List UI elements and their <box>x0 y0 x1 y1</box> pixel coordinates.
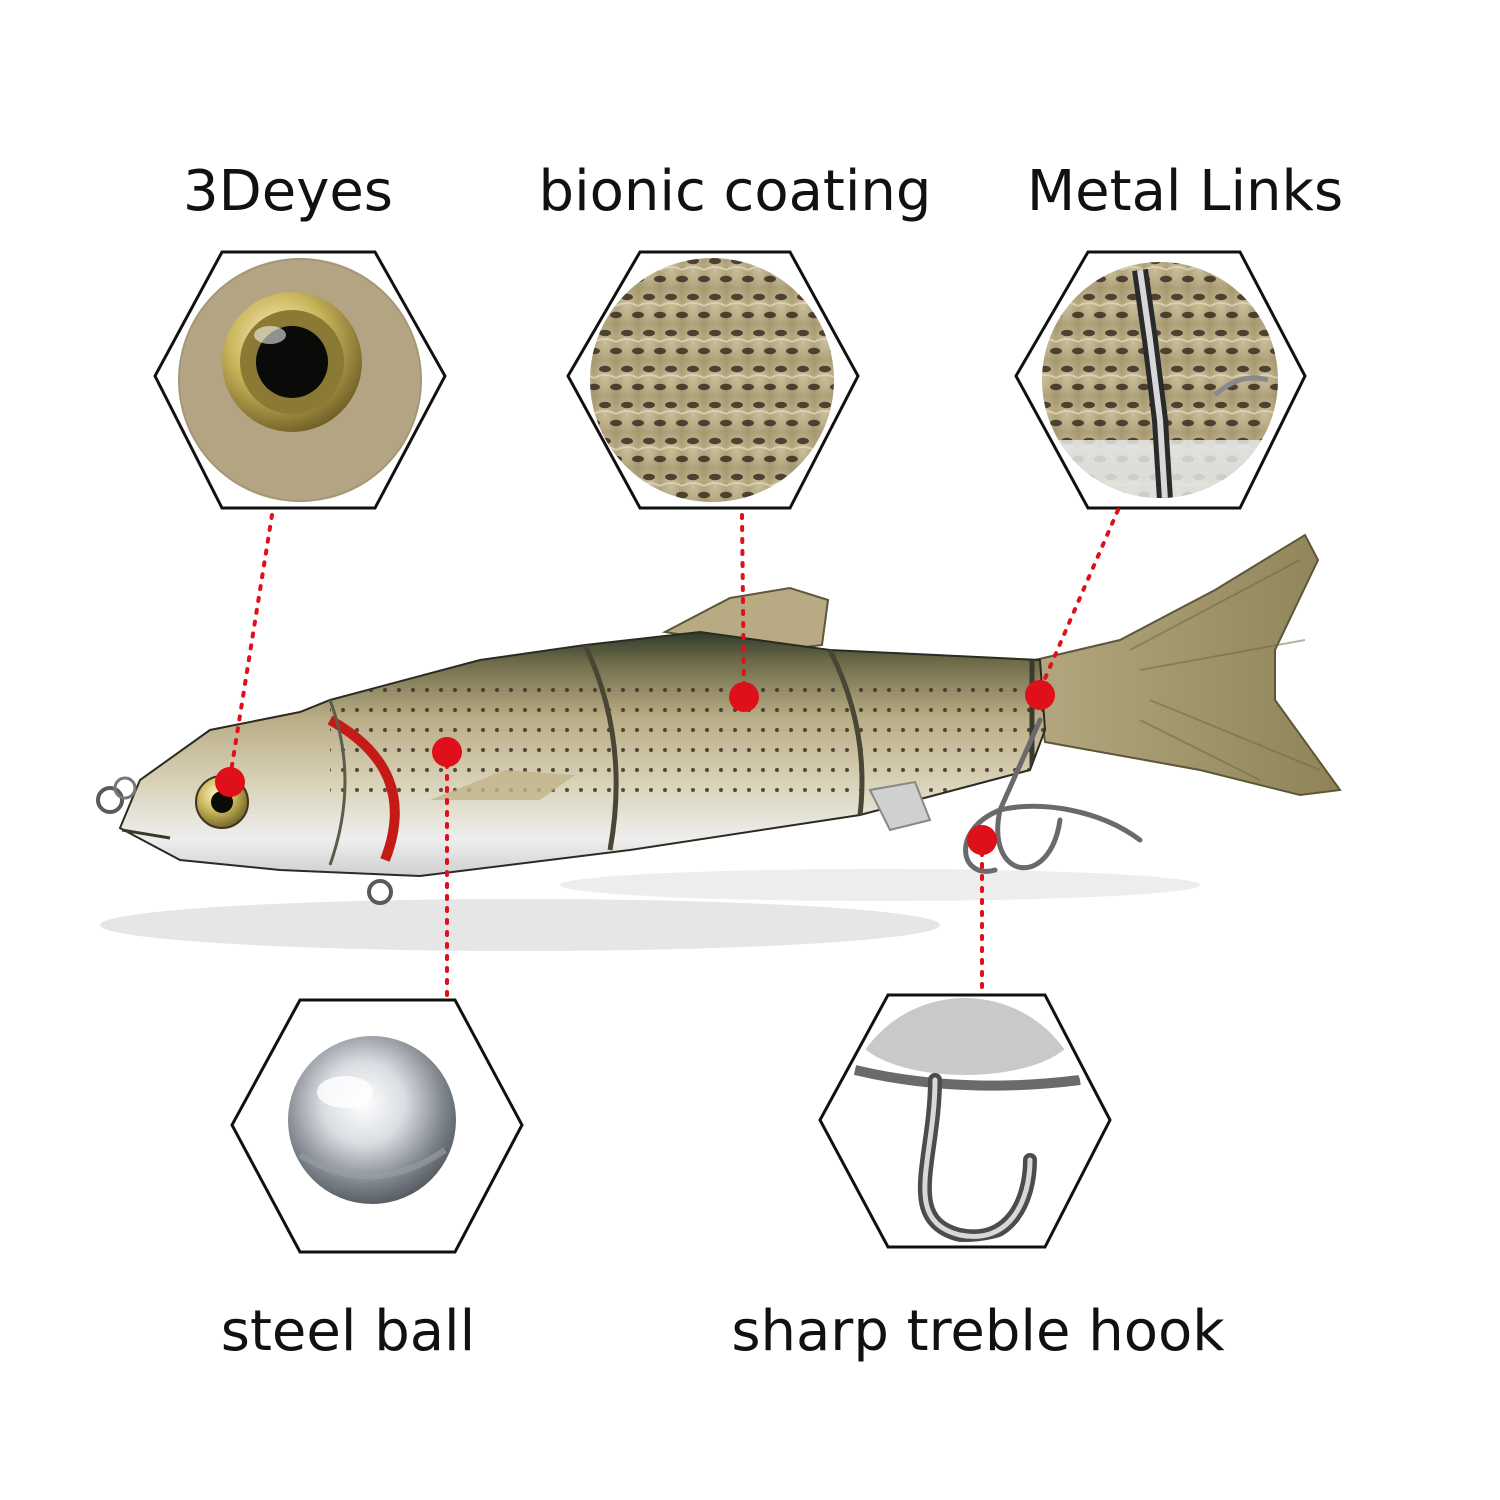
feature-label-bionic-coating: bionic coating <box>539 159 932 224</box>
lure-treble-hook <box>963 717 1143 874</box>
treble-hook-image <box>843 998 1087 1242</box>
marker-3d-eyes <box>215 767 245 797</box>
hexagon-bionic-coating <box>566 250 860 510</box>
marker-metal-links <box>1025 680 1055 710</box>
marker-treble-hook <box>967 825 997 855</box>
hexagon-3d-eyes <box>153 250 447 510</box>
marker-bionic-coating <box>729 682 759 712</box>
hexagon-treble-hook <box>818 993 1112 1249</box>
feature-label-treble-hook: sharp treble hook <box>731 1299 1225 1364</box>
feature-label-3d-eyes: 3Deyes <box>183 159 393 224</box>
coating-closeup-image <box>590 258 834 502</box>
marker-steel-ball <box>432 737 462 767</box>
feature-label-steel-ball: steel ball <box>221 1299 475 1364</box>
hexagon-steel-ball <box>230 998 524 1254</box>
steel-ball-image <box>260 1007 496 1243</box>
fishing-lure-illustration <box>96 533 1342 951</box>
callout-lines <box>228 508 1120 1002</box>
hexagon-metal-links <box>1014 250 1307 510</box>
eye-closeup-image <box>178 258 422 502</box>
feature-label-metal-links: Metal Links <box>1027 159 1343 224</box>
callout-markers <box>215 680 1055 855</box>
lure-tail <box>1033 533 1342 797</box>
